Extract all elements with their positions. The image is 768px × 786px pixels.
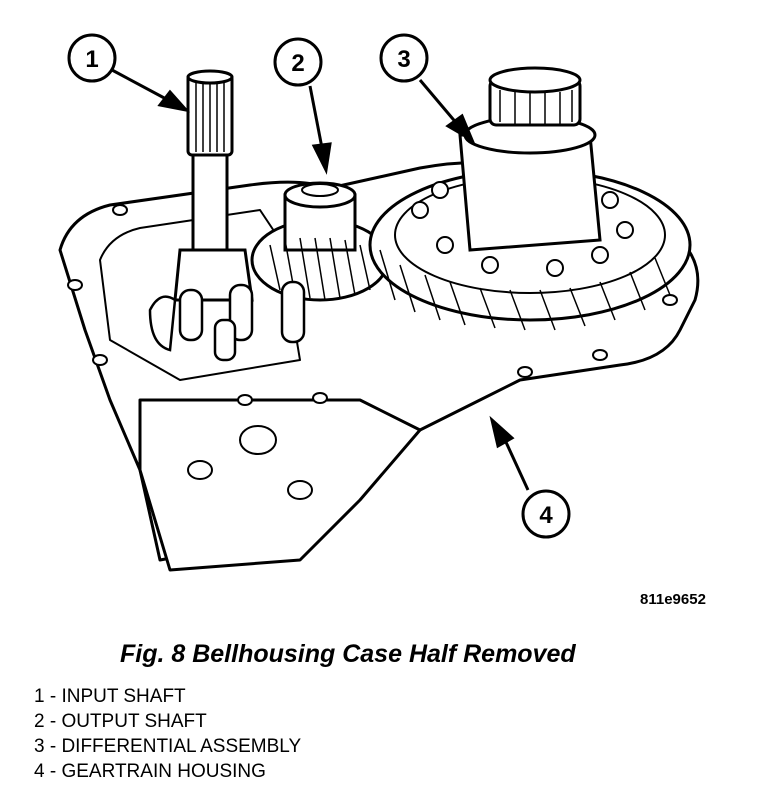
case-lower-body — [138, 398, 422, 572]
callout-1: 1 — [85, 46, 98, 73]
callout-numbers: 1 2 3 4 — [85, 46, 553, 529]
legend: 1 - INPUT SHAFT 2 - OUTPUT SHAFT 3 - DIF… — [34, 684, 301, 784]
transaxle-illustration: 1 2 3 4 — [58, 33, 700, 572]
callout-circles — [67, 33, 571, 539]
output-shaft-gear — [250, 181, 390, 302]
figure-caption: Fig. 8 Bellhousing Case Half Removed — [120, 640, 576, 668]
flange-bolts — [67, 204, 678, 406]
housing-ports — [187, 425, 313, 500]
legend-item: 4 - GEARTRAIN HOUSING — [34, 761, 266, 782]
callout-2: 2 — [291, 50, 304, 77]
differential-assembly — [368, 66, 692, 331]
legend-item: 1 - INPUT SHAFT — [34, 686, 186, 707]
callout-leaders — [111, 68, 530, 491]
figure-code: 811e9652 — [640, 591, 706, 608]
legend-item: 2 - OUTPUT SHAFT — [34, 711, 207, 732]
callout-4: 4 — [539, 502, 553, 529]
shift-rails — [148, 280, 306, 362]
callout-3: 3 — [397, 46, 410, 73]
legend-item: 3 - DIFFERENTIAL ASSEMBLY — [34, 736, 302, 757]
